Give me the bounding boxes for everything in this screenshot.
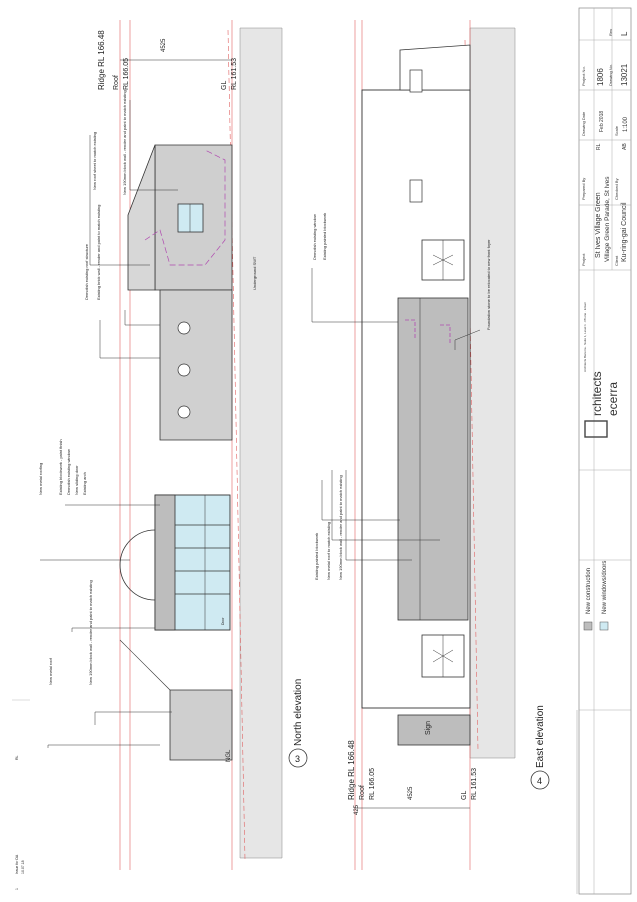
note-foundation-stone: Foundation stone to be relocated to new … [486, 239, 491, 330]
date-label: Drawing Date [581, 111, 586, 136]
drawing-number: 13021 [620, 63, 629, 86]
note-new-sliding-door: New sliding door [74, 465, 79, 495]
door-label: Door [221, 617, 225, 625]
job-number: 1806 [596, 68, 605, 86]
note-existing-brick-wall: Existing brick wall - render and paint t… [96, 205, 101, 300]
legend-swatch-new-construction [583, 621, 593, 631]
top-roof-label: Roof [113, 75, 120, 90]
revision-date: 10.07.18 [21, 860, 25, 874]
prepared-by: RL [596, 143, 602, 150]
legend-new-windows: New windows/doors [602, 561, 608, 614]
scale-value: 1:100 [623, 116, 629, 132]
top-dim-4525: 4525 [161, 38, 167, 52]
north-elevation: Door New metal roofing Existing blockwor… [38, 20, 283, 870]
view-4-title: East elevation [535, 705, 546, 768]
east-new-construction [397, 297, 469, 621]
firm-name-line1: rchitects [590, 371, 604, 416]
project-label: Project [581, 253, 586, 266]
note-new-block-wall-top: New 190mm block wall - render and paint … [88, 580, 93, 685]
prepared-label: Prepared By [581, 178, 586, 200]
top-ridge-level: Ridge RL 166.48 [97, 30, 106, 90]
bottom-rl-161: RL 161.53 [471, 768, 478, 800]
note-demolish-window-bottom: Demolish existing window [312, 214, 317, 260]
note-new-roof-sheet: New roof sheet to match existing [92, 132, 97, 190]
view-3-number: 3 [295, 754, 300, 764]
top-gl-label: GL [221, 81, 228, 90]
sign-block [397, 714, 471, 746]
note-underground-swt: Underground SWT [252, 256, 257, 290]
revision-by: RL [15, 755, 19, 760]
revision-desc: Issue for DA [15, 854, 19, 874]
revision-letter: L [620, 31, 629, 36]
bottom-gl-label: GL [461, 791, 468, 800]
legend-swatch-new-windows [599, 621, 609, 631]
note-existing-painted-blockwork-2: Existing painted blockwork [314, 533, 319, 580]
legend: New construction New windows/doors [583, 561, 609, 631]
revision-table: 1 Issue for DA 10.07.18 RL [12, 699, 578, 894]
checked-by: AB [622, 143, 628, 150]
firm-name-line2: ecerra [606, 382, 620, 416]
bottom-roof-label: Roof [359, 785, 366, 800]
note-new-metal-roof-top: New metal roof [48, 657, 53, 685]
top-rl-166: RL 166.05 [123, 58, 130, 90]
note-demolish-roof: Demolish existing roof structure [84, 243, 89, 300]
revision-code: 1 [15, 888, 19, 890]
bottom-ridge-level: Ridge RL 166.48 [347, 740, 356, 800]
number-label: Drawing No. [608, 64, 613, 86]
bottom-dim-425: 425 [354, 804, 360, 815]
scale-label: Scale [614, 125, 619, 136]
bottom-rl-166: RL 166.05 [369, 768, 376, 800]
view-3-label: 3 North elevation [288, 679, 308, 768]
client-name: Ku-ring-gai Council [621, 202, 628, 262]
note-existing-painted-blockwork-1: Existing painted blockwork [322, 213, 327, 260]
project-address: Village Green Parade, St Ives [604, 176, 611, 262]
east-door-2 [421, 634, 465, 678]
firm-details: Architects Becerra · Suite 1, Level 1 · … [583, 302, 587, 372]
bottom-dim-4525: 4525 [408, 786, 414, 800]
note-new-block-wall-right: New 190mm block wall - render and paint … [122, 90, 127, 195]
ngl-label: NGL [226, 749, 232, 762]
firm-logo: rchitects ecerra Architects Becerra · Su… [583, 302, 620, 438]
client-label: Client [614, 255, 619, 266]
job-label: Project No. [581, 66, 586, 86]
note-new-metal-roof-bottom: New metal roof to match existing [326, 522, 331, 580]
legend-new-construction: New construction [586, 568, 592, 614]
note-demolish-window-top: Demolish existing window [66, 449, 71, 495]
top-window-small [177, 203, 204, 233]
east-elevation: Sign Demolish existing window Existing p… [311, 20, 516, 870]
note-existing-arch: Existing arch [82, 472, 87, 495]
view-4-number: 4 [537, 776, 542, 786]
note-new-metal-roofing: New metal roofing [38, 463, 43, 495]
top-rl-161: RL 161.53 [231, 58, 238, 90]
note-existing-blockwork: Existing blockwork - paint finish [58, 439, 63, 495]
rev-label: Rev [608, 29, 613, 36]
view-3-title: North elevation [293, 679, 304, 746]
view-4-label: 4 East elevation [530, 705, 550, 790]
east-door-1 [421, 239, 465, 281]
checked-label: Checked By [614, 178, 619, 200]
sign-text: Sign [425, 721, 432, 735]
drawing-date: Feb 2018 [599, 111, 605, 132]
note-new-block-wall-bottom: New 190mm block wall - render and paint … [338, 475, 343, 580]
title-block: Project St Ives Village Green Village Gr… [578, 7, 632, 895]
project-name: St Ives Village Green [595, 192, 602, 258]
